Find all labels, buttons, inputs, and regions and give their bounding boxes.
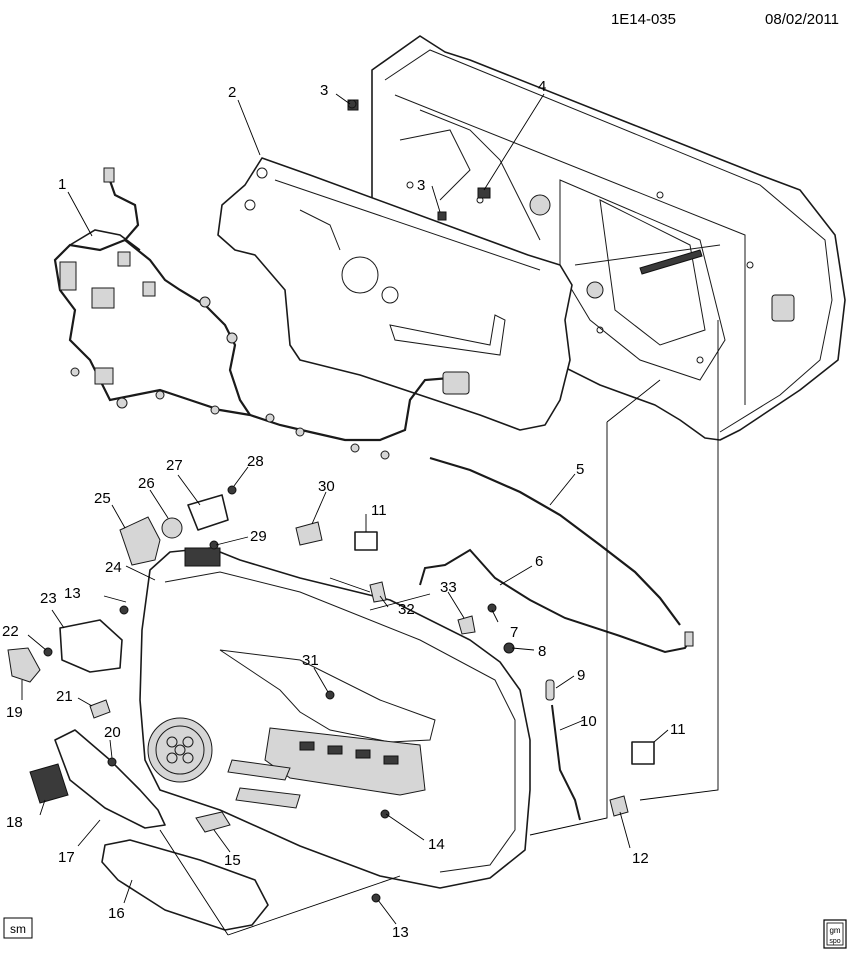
- callout-18: 18: [6, 814, 23, 831]
- spo-logo-text: spo: [829, 938, 840, 945]
- assembly-lines: [159, 320, 719, 936]
- pull-cup-17: [54, 729, 166, 829]
- release-cable: [429, 456, 681, 626]
- callout-21: 21: [56, 688, 73, 705]
- clip-33: [457, 615, 476, 635]
- armrest-16: [101, 839, 269, 931]
- rod-10: [551, 704, 581, 821]
- callout-13: 13: [64, 585, 81, 602]
- switch-18: [29, 763, 69, 804]
- gm-logo-text: gm: [829, 926, 840, 935]
- callout-25: 25: [94, 490, 111, 507]
- callout-3-second: 3: [417, 177, 425, 194]
- screw-28: [227, 485, 237, 495]
- callout-26: 26: [138, 475, 155, 492]
- screw-29: [209, 540, 219, 550]
- pad-11-lower: [631, 741, 655, 765]
- callout-3: 3: [320, 82, 328, 99]
- callout-20: 20: [104, 724, 121, 741]
- rod-9: [545, 679, 555, 701]
- retainer-32: [369, 581, 387, 603]
- door-frame: [347, 35, 846, 441]
- callout-22: 22: [2, 623, 19, 640]
- screw-20: [107, 757, 117, 767]
- callout-5: 5: [576, 461, 584, 478]
- callout-8: 8: [538, 643, 546, 660]
- screw-13-upper: [119, 605, 129, 615]
- callout-16: 16: [108, 905, 125, 922]
- clip-30: [295, 521, 323, 546]
- wiring-harness: [53, 167, 470, 460]
- callout-33: 33: [440, 579, 457, 596]
- callout-23: 23: [40, 590, 57, 607]
- door-trim-panel: [139, 547, 531, 889]
- callout-11-second: 11: [670, 721, 686, 738]
- callout-11: 11: [371, 502, 387, 519]
- callout-28: 28: [247, 453, 264, 470]
- screw-14: [380, 809, 390, 819]
- screw-7: [487, 603, 497, 613]
- callout-6: 6: [535, 553, 543, 570]
- callout-15: 15: [224, 852, 241, 869]
- screw-3-upper: [347, 99, 357, 109]
- callout-24: 24: [105, 559, 122, 576]
- clip-21: [89, 699, 111, 719]
- callout-14: 14: [428, 836, 445, 853]
- callout-labels: 1 2 3 3 4 5 6 7 8 9 10 11 11 12 13 13 14…: [2, 78, 686, 941]
- bracket-27: [187, 494, 229, 531]
- callout-2: 2: [228, 84, 236, 101]
- bezel-25: [119, 516, 161, 566]
- callout-27: 27: [166, 457, 183, 474]
- callout-1: 1: [58, 176, 66, 193]
- callout-30: 30: [318, 478, 335, 495]
- water-deflector: [217, 157, 573, 431]
- gm-spo-logo: gm spo: [823, 919, 847, 949]
- sm-badge-text: sm: [10, 922, 26, 936]
- leader-lines: [21, 93, 669, 925]
- handle-23: [59, 619, 123, 673]
- pad-11-upper: [354, 531, 378, 551]
- callout-9: 9: [577, 667, 585, 684]
- diagram-code: 1E14-035: [611, 11, 676, 28]
- diagram-date: 08/02/2011: [765, 11, 839, 28]
- callout-7: 7: [510, 624, 518, 641]
- callout-13-second: 13: [392, 924, 409, 941]
- switch-26: [161, 517, 183, 539]
- sm-badge: sm: [3, 917, 33, 939]
- callout-31: 31: [302, 652, 319, 669]
- cover-19: [7, 647, 41, 683]
- callout-19: 19: [6, 704, 23, 721]
- callout-4: 4: [538, 78, 546, 95]
- retainer-12: [609, 795, 629, 817]
- callout-10: 10: [580, 713, 597, 730]
- callout-12: 12: [632, 850, 649, 867]
- callout-29: 29: [250, 528, 267, 545]
- lock-rod: [419, 548, 691, 654]
- callout-17: 17: [58, 849, 75, 866]
- bezel-15: [195, 811, 231, 833]
- screw-31: [325, 690, 335, 700]
- callout-32: 32: [398, 601, 415, 618]
